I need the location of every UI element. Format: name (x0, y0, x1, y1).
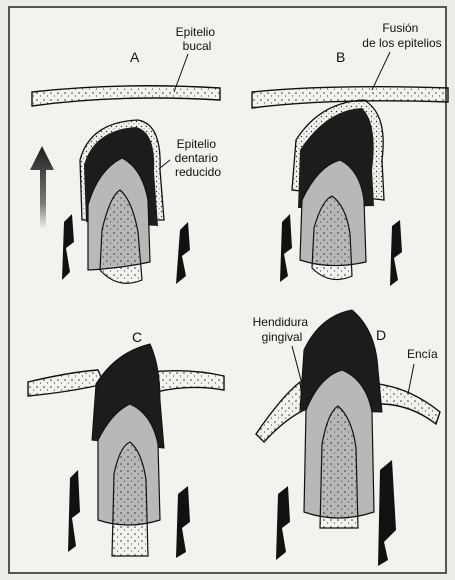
alveolar-bone-right (176, 222, 190, 284)
alveolar-bone-right (176, 486, 190, 558)
alveolar-bone-left (276, 486, 290, 560)
panel-letter-a: A (130, 49, 140, 65)
label-epitelio-dentario: Epitelio dentario reducido (175, 137, 222, 179)
alveolar-bone-right (390, 220, 402, 286)
alveolar-bone-left (68, 470, 80, 552)
panel-d: D Hendidura gingival Encía (253, 310, 440, 566)
panel-letter-b: B (336, 49, 345, 65)
panel-a: A Epitelio bucal Epitelio dentario reduc… (30, 25, 221, 284)
label-epitelio-bucal: Epitelio bucal (176, 25, 219, 53)
oral-epithelium (32, 86, 220, 106)
alveolar-bone-left (280, 214, 292, 282)
alveolar-bone-left (62, 214, 74, 280)
leader-encia (408, 364, 414, 394)
panel-c: C (28, 329, 224, 558)
label-fusion-epitelios: Fusión de los epitelios (362, 21, 441, 50)
gingiva-left (256, 382, 304, 442)
label-encia: Encía (407, 347, 438, 361)
oral-epithelium-right (150, 371, 224, 392)
panel-letter-c: C (132, 329, 142, 345)
leader-epitelio-dentario (160, 160, 170, 168)
eruption-arrow-icon (30, 146, 54, 228)
alveolar-bone-right (378, 460, 396, 566)
oral-epithelium-left (28, 370, 104, 396)
leader-fusion (372, 52, 390, 90)
leader-hendidura (292, 346, 302, 384)
panel-b: B Fusión de los epitelios (252, 21, 448, 286)
panel-letter-d: D (376, 327, 386, 343)
label-hendidura-gingival: Hendidura gingival (253, 315, 312, 344)
